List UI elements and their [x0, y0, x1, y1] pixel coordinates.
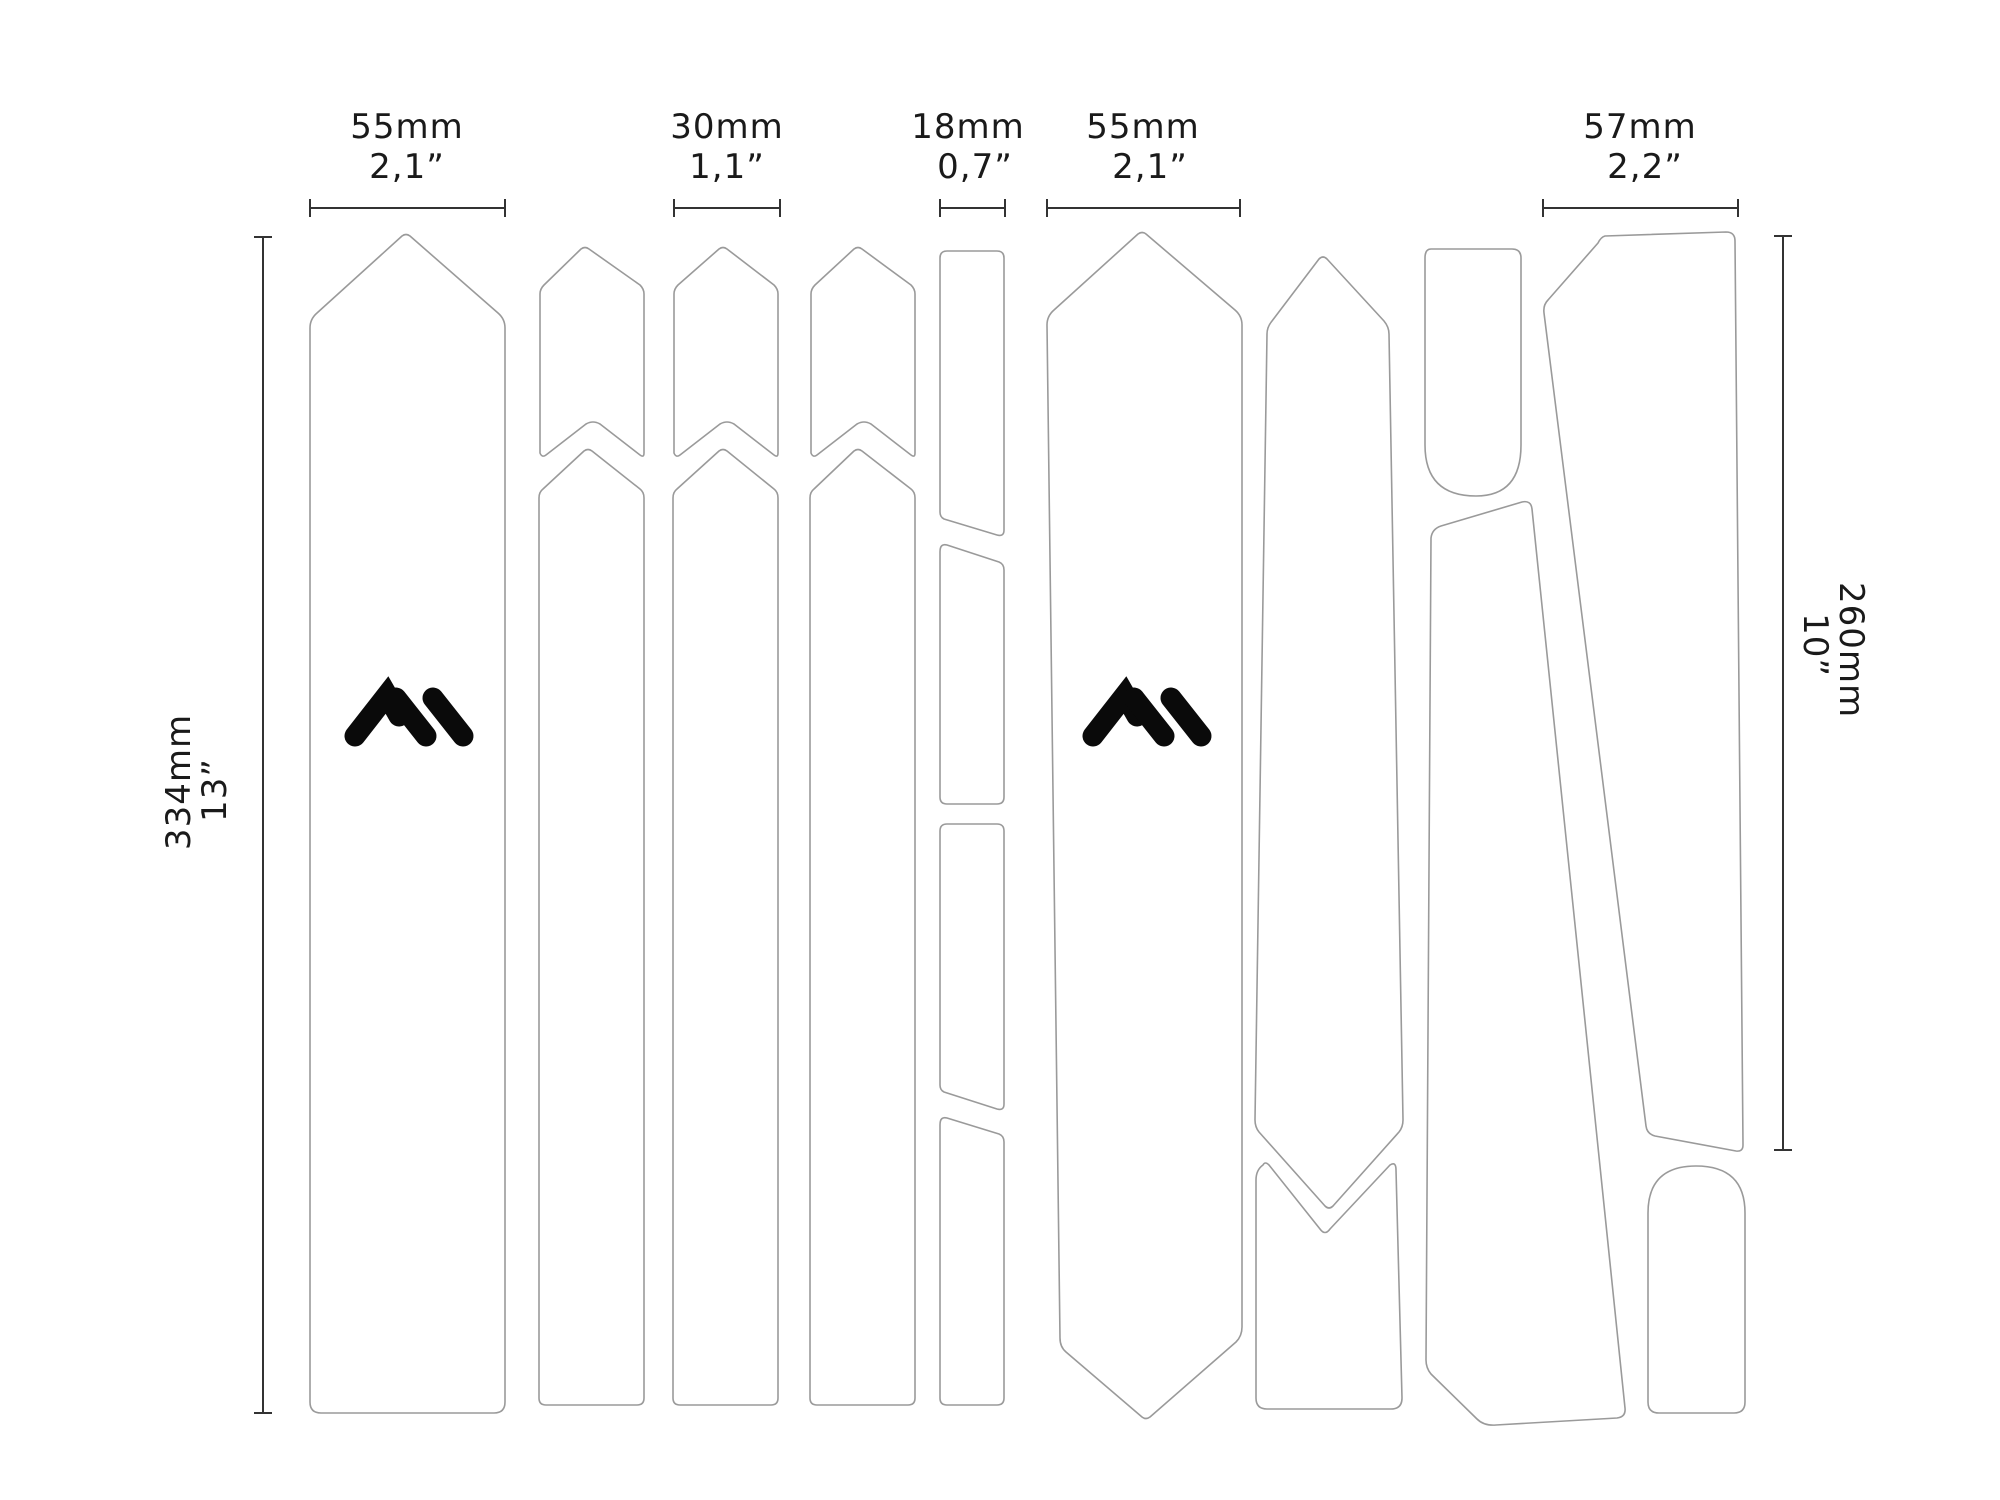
dimension-label-mm: 55mm [350, 107, 464, 147]
protector-strip-4 [939, 1116, 1005, 1406]
logo-middle-stroke [1123, 687, 1175, 747]
dimension-height-260mm: 260mm 10” [1774, 235, 1871, 1151]
brand-logo-mark [1082, 676, 1212, 747]
dimension-label-inch: 10” [1795, 613, 1835, 677]
protector-piece-chevron-top-col2 [539, 246, 645, 457]
dimension-label-mm: 30mm [670, 107, 784, 147]
protector-piece-long-col4 [809, 448, 916, 1406]
dimension-width-30mm: 30mm 1,1” [670, 107, 784, 217]
protector-piece-large-left [309, 233, 506, 1414]
dimension-label-mm: 260mm [1831, 582, 1871, 718]
dimension-label-inch: 0,7” [937, 147, 1013, 187]
dimension-label-inch: 13” [195, 758, 235, 822]
dimension-label-inch: 2,1” [1112, 147, 1188, 187]
protector-strip-1 [939, 250, 1005, 537]
logo-middle-stroke [385, 687, 437, 747]
protector-piece-chevron-top-col4 [810, 246, 916, 457]
dimension-height-334mm: 334mm 13” [159, 236, 272, 1414]
protector-piece-long-col3 [672, 448, 779, 1406]
dimension-width-18mm: 18mm 0,7” [911, 107, 1025, 217]
dimension-label-mm: 18mm [911, 107, 1025, 147]
protector-strip-2 [939, 543, 1005, 805]
dimension-width-57mm: 57mm 2,2” [1542, 107, 1739, 217]
protector-piece-tall-hexagon [1254, 256, 1404, 1209]
dimension-label-mm: 55mm [1086, 107, 1200, 147]
dimension-width-55mm-middle: 55mm 2,1” [1046, 107, 1241, 217]
dimension-label-mm: 57mm [1583, 107, 1697, 147]
protector-piece-large-slanted-right [1543, 231, 1744, 1152]
protector-piece-large-middle [1046, 231, 1243, 1420]
dimension-label-inch: 1,1” [689, 147, 765, 187]
brand-logo-mark [344, 676, 474, 747]
dimension-width-55mm-left: 55mm 2,1” [309, 107, 506, 217]
protector-piece-notched-bottom [1255, 1162, 1403, 1410]
logo-right-stroke [1160, 687, 1212, 747]
protector-piece-long-slanted [1425, 500, 1626, 1426]
protector-piece-small-arch [1647, 1165, 1746, 1414]
logo-right-stroke [422, 687, 474, 747]
protector-piece-rounded-block [1424, 248, 1522, 497]
protector-strip-3 [939, 823, 1005, 1111]
dimension-label-mm: 334mm [159, 714, 199, 850]
protector-piece-chevron-top-col3 [673, 246, 779, 457]
protector-piece-long-col2 [538, 448, 645, 1406]
dimension-label-inch: 2,2” [1607, 147, 1683, 187]
dimension-label-inch: 2,1” [369, 147, 445, 187]
